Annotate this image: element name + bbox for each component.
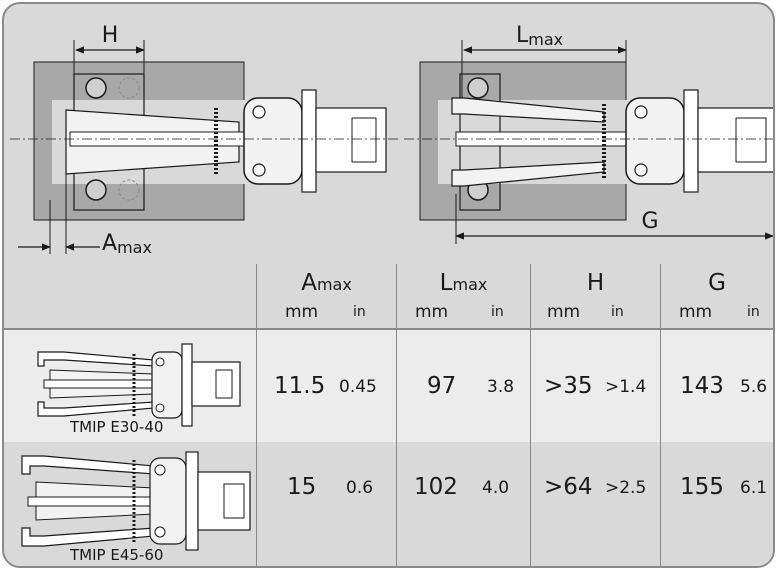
col-header-amax-symbol: A	[301, 270, 317, 296]
row1-amax-in: 0.45	[339, 377, 377, 397]
row2-h-mm: >64	[544, 474, 593, 500]
row2-lmax-mm: 102	[414, 474, 458, 500]
model-name-2: TMIP E45-60	[70, 546, 164, 564]
row2-lmax-in: 4.0	[482, 478, 510, 498]
ball-left-top-ghost	[118, 77, 140, 99]
row2-h-in: >2.5	[605, 478, 647, 498]
puller-thumbnail-2	[21, 451, 251, 551]
puller-diagram: H Amax Lm	[10, 23, 773, 257]
lmax-symbol: L	[516, 23, 529, 48]
puller-thumbnail-1	[37, 343, 241, 427]
divider-col-3	[530, 264, 531, 566]
divider-header	[4, 328, 773, 330]
pin-right-bottom	[634, 163, 648, 177]
row1-g-in: 5.6	[740, 377, 768, 397]
h-label: H	[102, 23, 119, 48]
unit-in-lmax: in	[491, 304, 504, 320]
pin-left-top	[252, 105, 266, 119]
amax-subscript: max	[117, 238, 152, 257]
unit-mm-g: mm	[679, 302, 713, 322]
grip-right	[683, 89, 699, 193]
grip-left	[301, 89, 317, 193]
row1-h-in: >1.4	[605, 377, 647, 397]
divider-col-1	[256, 264, 257, 566]
handle-inner-right	[735, 117, 767, 163]
unit-mm-lmax: mm	[415, 302, 449, 322]
unit-mm-amax: mm	[285, 302, 319, 322]
pin-left-bottom	[252, 163, 266, 177]
col-header-amax-subscript: max	[316, 275, 352, 294]
handle-inner-left	[351, 117, 377, 163]
row1-h-mm: >35	[544, 373, 593, 399]
unit-in-g: in	[747, 304, 760, 320]
unit-in-h: in	[611, 304, 624, 320]
amax-symbol: A	[102, 231, 117, 256]
lmax-label: Lmax	[516, 23, 563, 49]
ball-left-bottom	[85, 179, 107, 201]
ball-left-bottom-ghost	[118, 179, 140, 201]
row2-g-mm: 155	[680, 474, 724, 500]
amax-label: Amax	[102, 231, 152, 257]
col-header-lmax: Lmax mm in	[397, 266, 530, 328]
header-row-bg	[4, 264, 773, 328]
row1-lmax-mm: 97	[427, 373, 457, 399]
model-row-2: TMIP E45-60	[4, 442, 256, 566]
right-assembly: Lmax G	[404, 23, 773, 244]
model-row-1: TMIP E30-40	[4, 330, 256, 442]
col-header-lmax-symbol: L	[439, 270, 453, 296]
col-header-h: H mm in	[531, 266, 660, 328]
row1-lmax-in: 3.8	[487, 377, 515, 397]
row2-amax-mm: 15	[287, 474, 317, 500]
ball-right-top	[467, 77, 489, 99]
col-header-g: G mm in	[661, 266, 773, 328]
row2-amax-in: 0.6	[346, 478, 374, 498]
unit-mm-h: mm	[547, 302, 581, 322]
ball-left-top	[85, 77, 107, 99]
left-assembly: H Amax	[10, 23, 400, 257]
model-name-1: TMIP E30-40	[70, 418, 164, 436]
col-header-lmax-subscript: max	[452, 275, 488, 294]
unit-in-amax: in	[353, 304, 366, 320]
col-header-g-symbol: G	[708, 270, 726, 296]
g-label: G	[641, 209, 658, 234]
col-header-h-symbol: H	[586, 270, 605, 296]
row1-g-mm: 143	[680, 373, 724, 399]
divider-col-2	[396, 264, 397, 566]
col-header-amax: Amax mm in	[257, 266, 396, 328]
row1-amax-mm: 11.5	[274, 373, 326, 399]
pin-right-top	[634, 105, 648, 119]
row2-g-in: 6.1	[740, 478, 768, 498]
lmax-subscript: max	[528, 30, 563, 49]
divider-col-4	[660, 264, 661, 566]
